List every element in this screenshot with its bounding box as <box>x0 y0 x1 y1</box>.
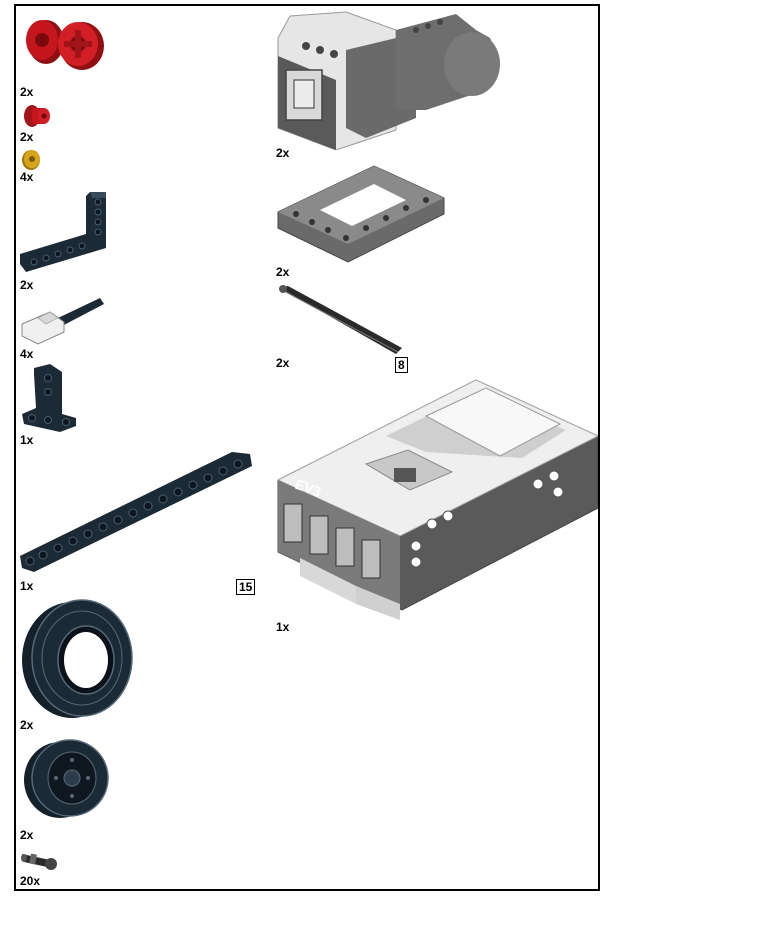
qty-wheel-rim: 2x <box>20 828 34 842</box>
qty-beam-15: 1x <box>20 579 34 593</box>
red-hub-icon <box>20 10 108 72</box>
qty-t-beam: 1x <box>20 433 34 447</box>
red-bushing-icon <box>20 102 52 130</box>
wheel-rim-icon <box>20 738 114 820</box>
beam-15-icon <box>20 448 256 578</box>
length-label-8: 8 <box>395 357 408 373</box>
qty-yellow-bushing: 4x <box>20 170 34 184</box>
tire-icon <box>18 598 134 720</box>
qty-ev3-brick: 1x <box>276 620 290 634</box>
pin-icon <box>20 846 62 872</box>
length-label-15: 15 <box>236 579 256 595</box>
qty-tire: 2x <box>20 718 34 732</box>
qty-red-hub: 2x <box>20 85 34 99</box>
t-beam-icon <box>20 364 80 434</box>
l-beam-icon <box>20 188 110 278</box>
qty-cable: 4x <box>20 347 34 361</box>
frame-icon <box>276 162 446 266</box>
qty-pin: 20x <box>20 874 41 888</box>
yellow-bushing-icon <box>20 148 44 172</box>
qty-large-motor: 2x <box>276 146 290 160</box>
qty-l-beam: 2x <box>20 278 34 292</box>
cable-icon <box>20 296 106 346</box>
axle-8-icon <box>276 284 406 358</box>
qty-red-bushing: 2x <box>20 130 34 144</box>
large-motor-icon <box>276 10 502 150</box>
qty-axle-8: 2x <box>276 356 290 370</box>
qty-frame: 2x <box>276 265 290 279</box>
ev3-brick-icon: EV3 <box>276 376 598 622</box>
